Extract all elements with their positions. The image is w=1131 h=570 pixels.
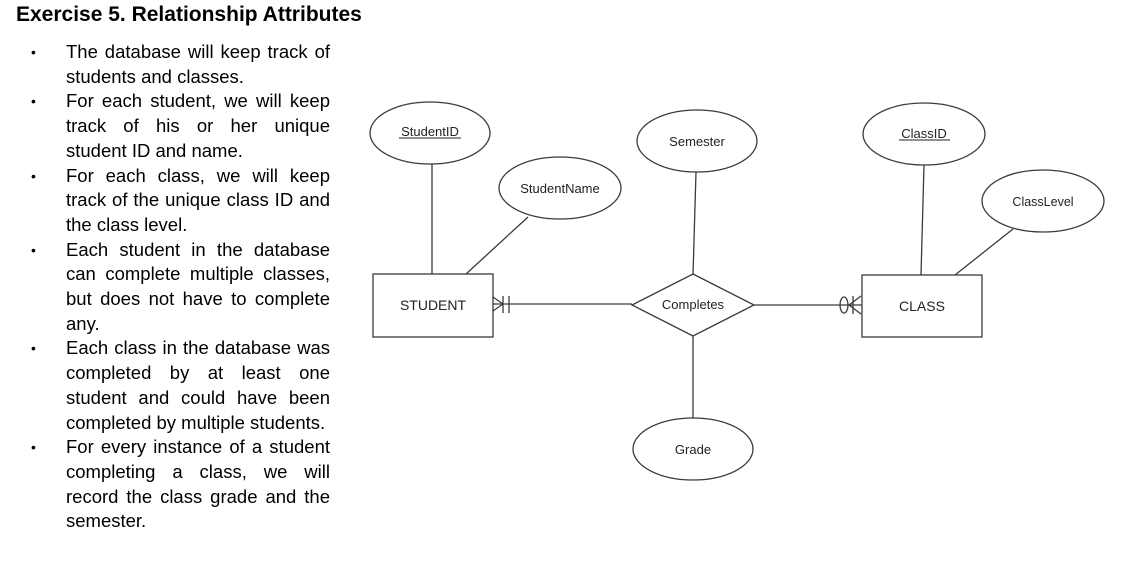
bullet-dot: • xyxy=(31,439,36,456)
attribute-classid-label: ClassID xyxy=(901,126,947,141)
bullet-text: For each class, we will keep track of th… xyxy=(66,164,330,235)
attribute-semester xyxy=(636,109,758,173)
connector-semester xyxy=(692,171,697,276)
entity-class-label: CLASS xyxy=(899,298,945,314)
attribute-classlevel xyxy=(981,169,1105,233)
bullet-item: • For every instance of a student complet… xyxy=(24,435,330,534)
bullet-text: For every instance of a student completi… xyxy=(66,436,330,532)
bullet-item: • Each student in the database can comple… xyxy=(24,238,330,337)
cardinality-student-side xyxy=(492,296,510,313)
requirements-list: • The database will keep track of student… xyxy=(24,40,330,534)
bullet-item: • Each class in the database was complete… xyxy=(24,336,330,435)
relationship-completes xyxy=(630,273,756,337)
attribute-studentid-label: StudentID xyxy=(401,124,459,139)
bullet-dot: • xyxy=(31,44,36,60)
attribute-studentname xyxy=(498,156,622,220)
bullet-item: • For each class, we will keep track of t… xyxy=(24,164,330,238)
bullet-dot: • xyxy=(31,241,36,258)
relationship-label: Completes xyxy=(662,297,725,312)
connector-classid xyxy=(920,164,925,276)
entity-student-label: STUDENT xyxy=(400,297,467,313)
bullet-text: The database will keep track of students… xyxy=(66,41,330,87)
bullet-dot: • xyxy=(31,93,36,110)
attribute-grade-label: Grade xyxy=(675,442,711,457)
attribute-studentid xyxy=(369,101,491,165)
bullet-dot: • xyxy=(31,167,36,184)
bullet-text: For each student, we will keep track of … xyxy=(66,90,330,161)
attribute-studentname-label: StudentName xyxy=(520,181,600,196)
connector-studentname xyxy=(465,216,529,275)
attribute-classlevel-label: ClassLevel xyxy=(1012,195,1073,209)
attribute-grade xyxy=(632,417,754,481)
connector-classlevel xyxy=(954,228,1014,276)
bullet-item: • The database will keep track of student… xyxy=(24,40,330,89)
bullet-item: • For each student, we will keep track of… xyxy=(24,89,330,163)
attribute-classid xyxy=(862,102,986,166)
cardinality-class-side xyxy=(839,295,862,315)
bullet-text: Each student in the database can complet… xyxy=(66,238,330,334)
exercise-title: Exercise 5. Relationship Attributes xyxy=(16,3,362,26)
attribute-semester-label: Semester xyxy=(669,134,725,149)
bullet-text: Each class in the database was completed… xyxy=(66,337,330,433)
entity-student xyxy=(372,273,494,338)
entity-class xyxy=(861,274,983,338)
bullet-dot: • xyxy=(31,340,36,357)
